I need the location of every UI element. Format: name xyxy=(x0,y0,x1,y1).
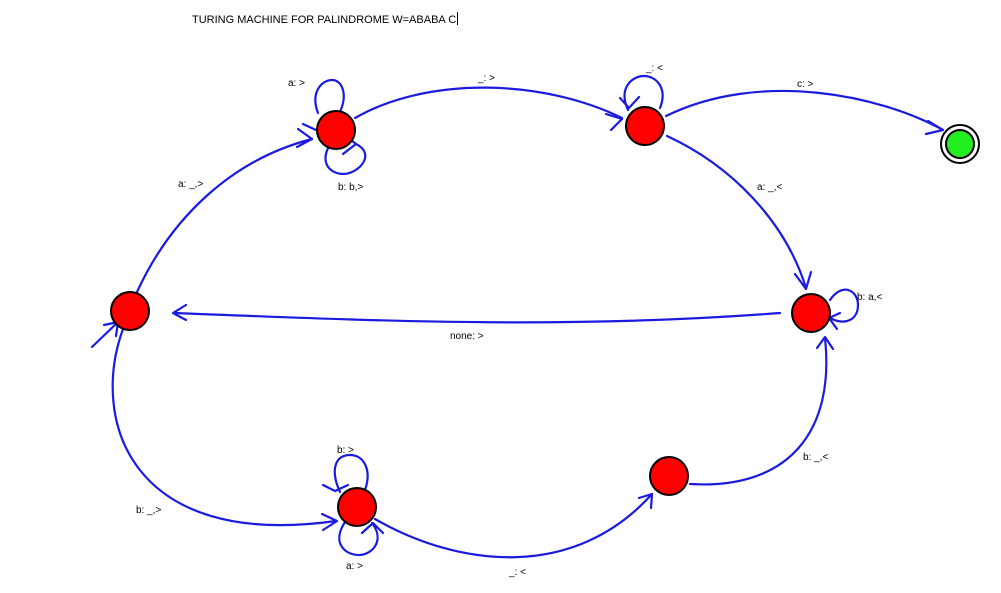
transition-label-t-topmid-final: c: > xyxy=(797,79,814,90)
transition-label-t-right-loop: b: a,< xyxy=(857,292,882,303)
transition-label-t-topmid-loop: _: < xyxy=(645,63,663,74)
diagram-title: TURING MACHINE FOR PALINDROME W=ABABA C xyxy=(192,12,459,26)
transition-label-t-bottomb-loop-b: b: > xyxy=(337,445,354,456)
arrowhead-t-left-topa xyxy=(295,127,314,149)
arrowhead-t-topmid-right xyxy=(793,270,813,291)
transition-t-bottomb-loop-a xyxy=(338,520,379,557)
transition-t-topmid-loop xyxy=(623,74,664,112)
transition-label-t-right-left: none: > xyxy=(450,331,484,342)
transition-label-t-bottomb-bottommid: _: < xyxy=(508,567,526,578)
transition-label-t-left-topa: a: _,> xyxy=(178,179,203,190)
transition-label-t-topa-topmid: _: > xyxy=(477,73,495,84)
arrowhead-t-topa-topmid xyxy=(604,112,624,132)
arrowhead-t-bottomb-loop-b xyxy=(321,483,350,493)
transition-t-topmid-right xyxy=(665,134,808,290)
diagram-title-text: TURING MACHINE FOR PALINDROME W=ABABA C xyxy=(192,14,457,26)
transition-t-topmid-final xyxy=(664,89,945,132)
transition-t-left-bottomb xyxy=(111,327,338,527)
transition-t-right-loop xyxy=(828,288,860,323)
arrowhead-t-bottommid-right xyxy=(815,335,835,351)
state-q-top-mid xyxy=(625,106,665,146)
transition-t-topa-loop-a xyxy=(314,78,345,115)
transition-label-t-bottommid-right: b: _,< xyxy=(803,452,828,463)
arrowhead-t-bottomb-bottommid xyxy=(637,492,654,510)
arrowhead-t-right-left xyxy=(171,303,188,322)
arrowhead-t-bottomb-loop-a xyxy=(360,521,385,535)
state-q-top-a xyxy=(316,110,356,150)
state-q-left xyxy=(110,291,150,331)
arrowhead-t-topmid-final xyxy=(924,119,945,136)
text-caret xyxy=(457,12,459,25)
transition-t-right-left xyxy=(172,311,782,324)
state-q-bottom-b xyxy=(337,487,377,527)
transition-t-bottomb-loop-b xyxy=(333,453,369,494)
arrowhead-t-left-bottomb xyxy=(320,512,339,532)
transition-label-t-bottomb-loop-a: a: > xyxy=(346,561,363,572)
transition-label-t-topmid-right: a: _,< xyxy=(757,182,782,193)
final-state-q-final xyxy=(945,129,975,159)
transition-t-topa-topmid xyxy=(353,86,624,120)
transition-label-t-left-bottomb: b: _,> xyxy=(136,505,161,516)
state-q-bottom-mid xyxy=(649,456,689,496)
transition-label-t-topa-loop-a: a: > xyxy=(288,78,305,89)
state-q-right xyxy=(791,293,831,333)
arrowhead-t-topmid-loop xyxy=(618,95,641,110)
transition-label-t-topa-loop-b: b: b,> xyxy=(338,182,363,193)
transition-t-bottomb-bottommid xyxy=(373,492,654,559)
transition-t-left-topa xyxy=(135,137,314,294)
transition-t-topa-loop-b xyxy=(324,142,367,175)
transition-t-left-entry xyxy=(90,320,120,349)
transition-t-bottommid-right xyxy=(688,336,828,486)
